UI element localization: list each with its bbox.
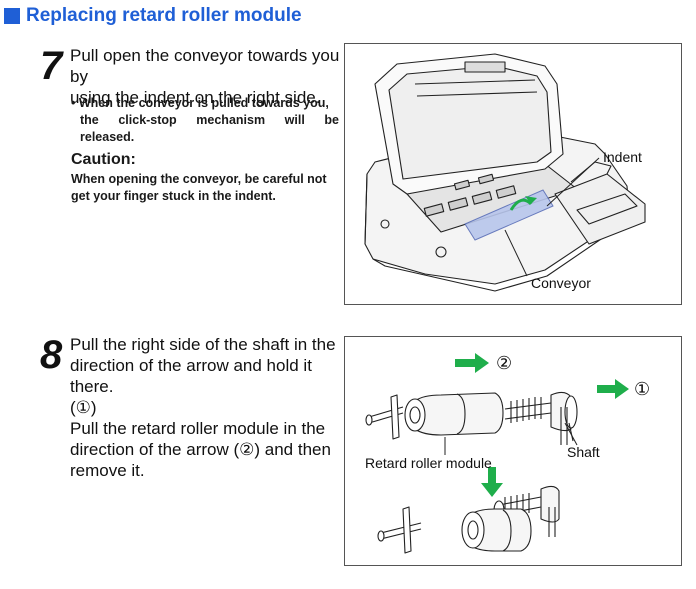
scanner-figure: Indent Conveyor: [344, 43, 682, 305]
step-7-bullet: • When the conveyor is pulled towards yo…: [71, 95, 339, 146]
step-8-line: (①): [70, 398, 97, 417]
arrow-2-icon: [455, 353, 489, 373]
step-8-line: Pull the right side of the shaft in the: [70, 335, 336, 354]
marker-2: ②: [496, 353, 512, 373]
arrow-down-icon: [481, 467, 503, 497]
step-8-line: remove it.: [70, 461, 145, 480]
scanner-illustration: Indent Conveyor: [364, 53, 646, 292]
caution-text: When opening the conveyor, be careful no…: [71, 171, 343, 205]
section-title: Replacing retard roller module: [4, 4, 302, 28]
shaft-label: Shaft: [567, 444, 600, 460]
conveyor-label: Conveyor: [531, 275, 591, 291]
arrow-1-icon: [597, 379, 629, 399]
step-8-line: direction of the arrow and hold it there…: [70, 356, 312, 396]
step-7-number: 7: [40, 44, 63, 88]
step-8-line: Pull the retard roller module in the: [70, 419, 326, 438]
caution-line: When opening the conveyor, be careful no…: [71, 172, 327, 186]
bullet-line: the click-stop mechanism will be: [80, 113, 339, 127]
caution-title: Caution:: [71, 151, 136, 168]
square-bullet-icon: [4, 8, 20, 24]
section-title-text: Replacing retard roller module: [26, 5, 302, 26]
marker-1: ①: [634, 379, 650, 399]
step-8-instruction: Pull the right side of the shaft in the …: [70, 334, 342, 481]
roller-illustration: ② ① Shaft Retard roller module: [365, 353, 650, 554]
indent-label: Indent: [603, 149, 642, 165]
bullet-line: • When the conveyor is pulled towards yo…: [71, 96, 329, 110]
module-label: Retard roller module: [365, 455, 492, 471]
step-8-line: direction of the arrow (②) and then: [70, 440, 331, 459]
step-8-number: 8: [40, 333, 63, 377]
step-7-instruction: Pull open the conveyor towards you by us…: [70, 45, 340, 108]
step-7-line: using the indent on the right side.: [70, 88, 321, 107]
caution-line: get your finger stuck in the indent.: [71, 189, 276, 203]
roller-figure: ② ① Shaft Retard roller module: [344, 336, 682, 566]
bullet-line: released.: [80, 130, 135, 144]
step-7-line: Pull open the conveyor towards you by: [70, 46, 340, 86]
